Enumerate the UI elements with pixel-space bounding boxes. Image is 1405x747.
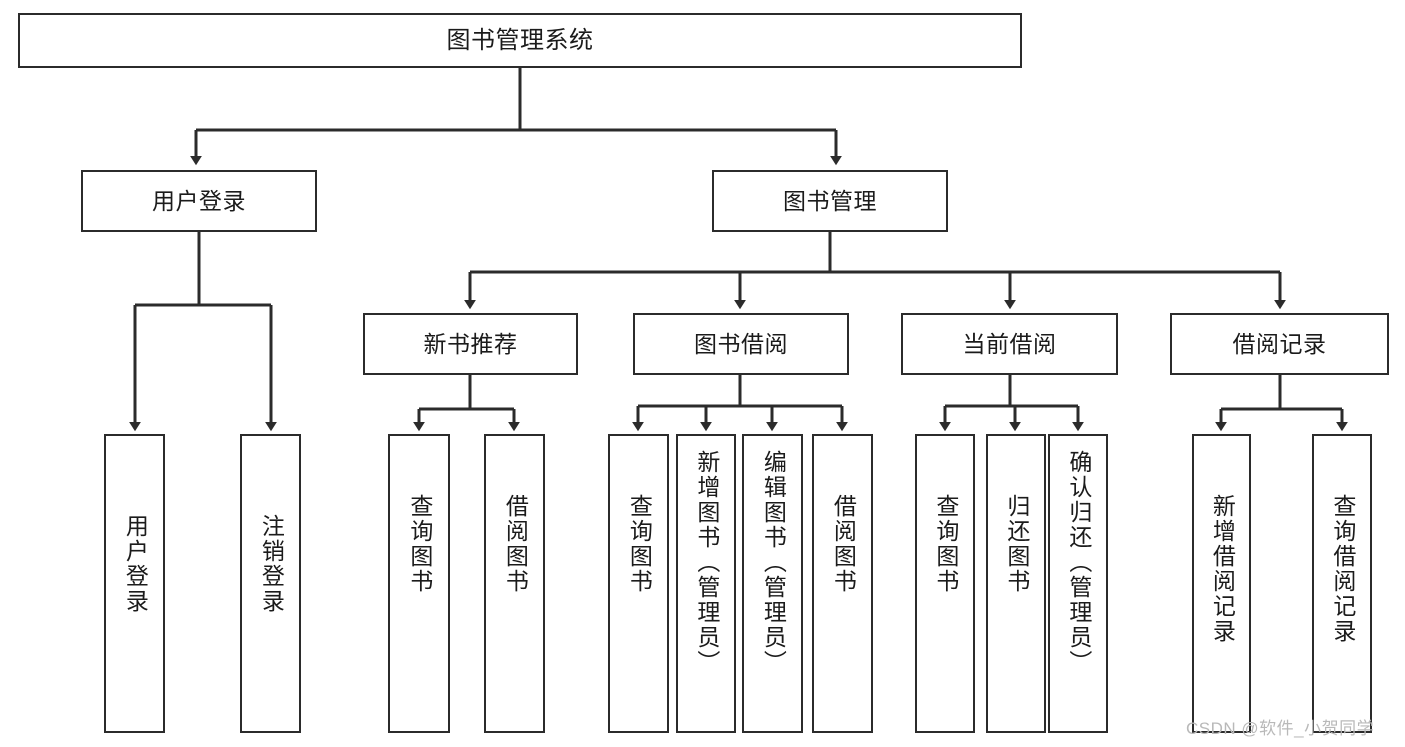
leaf-current-borrow-return-books[interactable]: 归还图书 <box>986 434 1046 733</box>
leaf-label: 查询图书 <box>406 494 433 594</box>
node-label: 当前借阅 <box>962 330 1057 357</box>
leaf-label: 查询借阅记录 <box>1329 494 1356 644</box>
leaf-label: 借阅图书 <box>502 494 529 594</box>
node-new-book-recommend[interactable]: 新书推荐 <box>363 313 578 375</box>
node-current-borrow[interactable]: 当前借阅 <box>901 313 1118 375</box>
node-label: 借阅记录 <box>1232 330 1327 357</box>
node-label: 用户登录 <box>152 187 246 214</box>
leaf-book-borrow-query-books[interactable]: 查询图书 <box>608 434 669 733</box>
leaf-borrow-record-query-record[interactable]: 查询借阅记录 <box>1312 434 1372 733</box>
node-root-book-management-system[interactable]: 图书管理系统 <box>18 13 1022 68</box>
leaf-current-borrow-confirm-return-admin[interactable]: 确认归还（管理员） <box>1048 434 1108 733</box>
leaf-label: 归还图书 <box>1003 494 1030 594</box>
node-label: 图书管理系统 <box>446 26 594 54</box>
leaf-book-borrow-add-book-admin[interactable]: 新增图书（管理员） <box>676 434 736 733</box>
leaf-label: 查询图书 <box>932 494 959 594</box>
node-book-management[interactable]: 图书管理 <box>712 170 948 232</box>
leaf-user-login-login[interactable]: 用户登录 <box>104 434 165 733</box>
node-borrow-record[interactable]: 借阅记录 <box>1170 313 1389 375</box>
leaf-label: 注销登录 <box>258 514 285 614</box>
node-label: 图书管理 <box>783 187 877 214</box>
leaf-borrow-record-add-record[interactable]: 新增借阅记录 <box>1192 434 1251 733</box>
leaf-new-book-borrow-books[interactable]: 借阅图书 <box>484 434 545 733</box>
leaf-user-login-logout[interactable]: 注销登录 <box>240 434 301 733</box>
node-book-borrow[interactable]: 图书借阅 <box>633 313 849 375</box>
leaf-label: 确认归还（管理员） <box>1065 450 1092 675</box>
leaf-label: 编辑图书（管理员） <box>760 450 787 675</box>
leaf-label: 查询图书 <box>626 494 653 594</box>
leaf-label: 借阅图书 <box>830 494 857 594</box>
leaf-book-borrow-edit-book-admin[interactable]: 编辑图书（管理员） <box>742 434 803 733</box>
leaf-label: 新增借阅记录 <box>1209 494 1236 644</box>
node-label: 新书推荐 <box>423 330 518 357</box>
csdn-watermark: CSDN @软件_小贺同学 <box>1186 719 1375 738</box>
leaf-label: 用户登录 <box>122 514 149 614</box>
leaf-label: 新增图书（管理员） <box>693 450 720 675</box>
leaf-book-borrow-borrow-books[interactable]: 借阅图书 <box>812 434 873 733</box>
leaf-current-borrow-query-books[interactable]: 查询图书 <box>915 434 975 733</box>
node-user-login[interactable]: 用户登录 <box>81 170 317 232</box>
leaf-new-book-query-books[interactable]: 查询图书 <box>388 434 450 733</box>
node-label: 图书借阅 <box>694 330 788 357</box>
